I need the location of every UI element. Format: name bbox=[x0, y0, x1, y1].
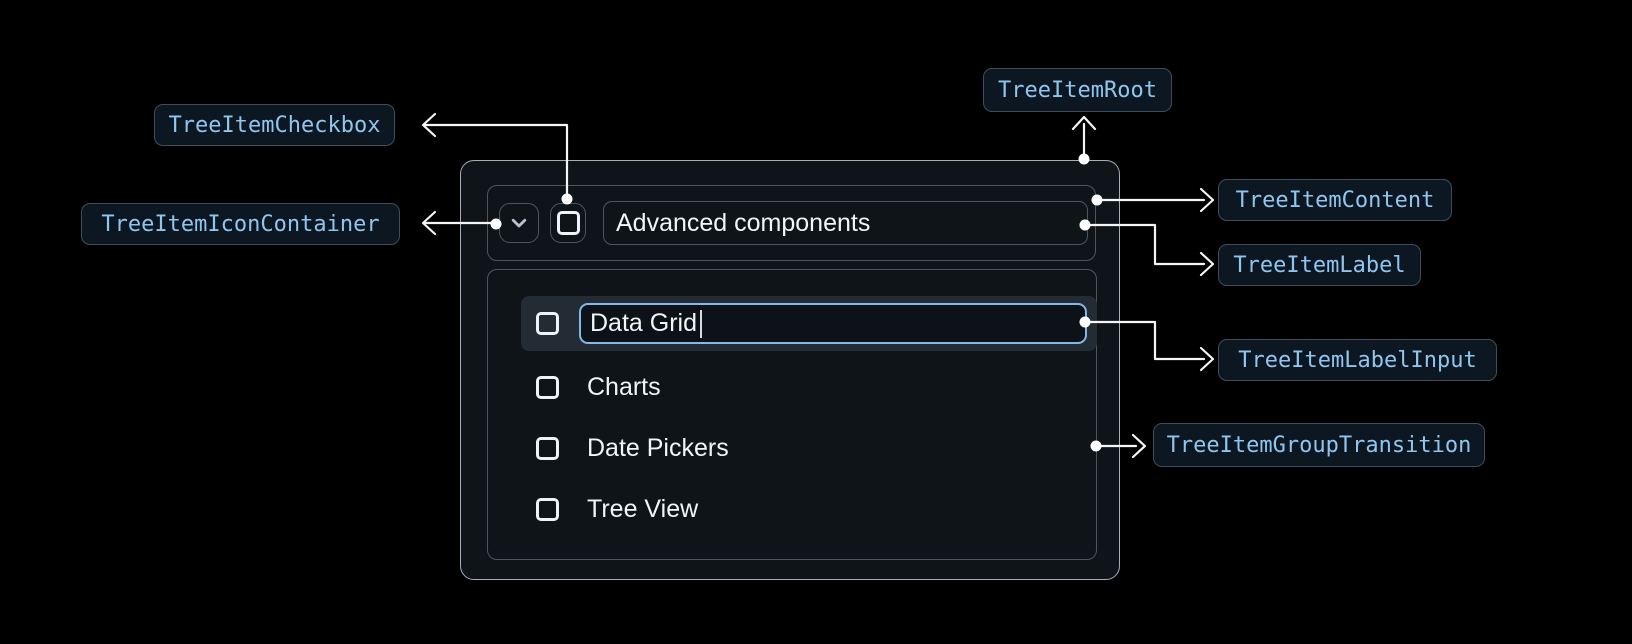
checkbox-unchecked-icon bbox=[556, 211, 580, 235]
tree-item-label-input[interactable]: Data Grid bbox=[579, 303, 1087, 344]
badge-tree-item-root: TreeItemRoot bbox=[983, 68, 1172, 112]
tree-item-icon-container[interactable] bbox=[499, 203, 539, 243]
tree-row-editing[interactable]: Data Grid bbox=[521, 296, 1097, 351]
badge-tree-item-group-transition: TreeItemGroupTransition bbox=[1153, 423, 1485, 467]
tree-row-label: Tree View bbox=[587, 495, 699, 523]
checkbox-unchecked-icon[interactable] bbox=[536, 376, 559, 399]
checkbox-unchecked-icon[interactable] bbox=[536, 312, 559, 335]
tree-item-label: Advanced components bbox=[603, 201, 1088, 245]
tree-row-label: Charts bbox=[587, 373, 661, 401]
checkbox-unchecked-icon[interactable] bbox=[536, 498, 559, 521]
tree-item-checkbox[interactable] bbox=[550, 203, 586, 243]
badge-tree-item-content: TreeItemContent bbox=[1218, 179, 1452, 221]
tree-item-root: Advanced components Data Grid Charts Dat… bbox=[460, 160, 1120, 580]
tree-item-content[interactable]: Advanced components bbox=[487, 185, 1096, 261]
chevron-down-icon bbox=[507, 211, 531, 235]
tree-row[interactable]: Charts bbox=[521, 360, 1097, 415]
checkbox-unchecked-icon[interactable] bbox=[536, 437, 559, 460]
tree-item-group-transition: Data Grid Charts Date Pickers Tree View bbox=[487, 269, 1097, 560]
badge-tree-item-label: TreeItemLabel bbox=[1218, 244, 1421, 286]
label-input-text: Data Grid bbox=[590, 309, 697, 337]
badge-tree-item-label-input: TreeItemLabelInput bbox=[1218, 339, 1497, 381]
badge-tree-item-checkbox: TreeItemCheckbox bbox=[154, 104, 395, 146]
text-cursor bbox=[699, 309, 702, 338]
tree-row[interactable]: Tree View bbox=[521, 482, 1097, 537]
tree-row[interactable]: Date Pickers bbox=[521, 421, 1097, 476]
tree-row-label: Date Pickers bbox=[587, 434, 729, 462]
connector-tree-item-root bbox=[1071, 115, 1097, 165]
parent-label-text: Advanced components bbox=[616, 208, 871, 237]
badge-tree-item-icon-container: TreeItemIconContainer bbox=[81, 203, 400, 245]
